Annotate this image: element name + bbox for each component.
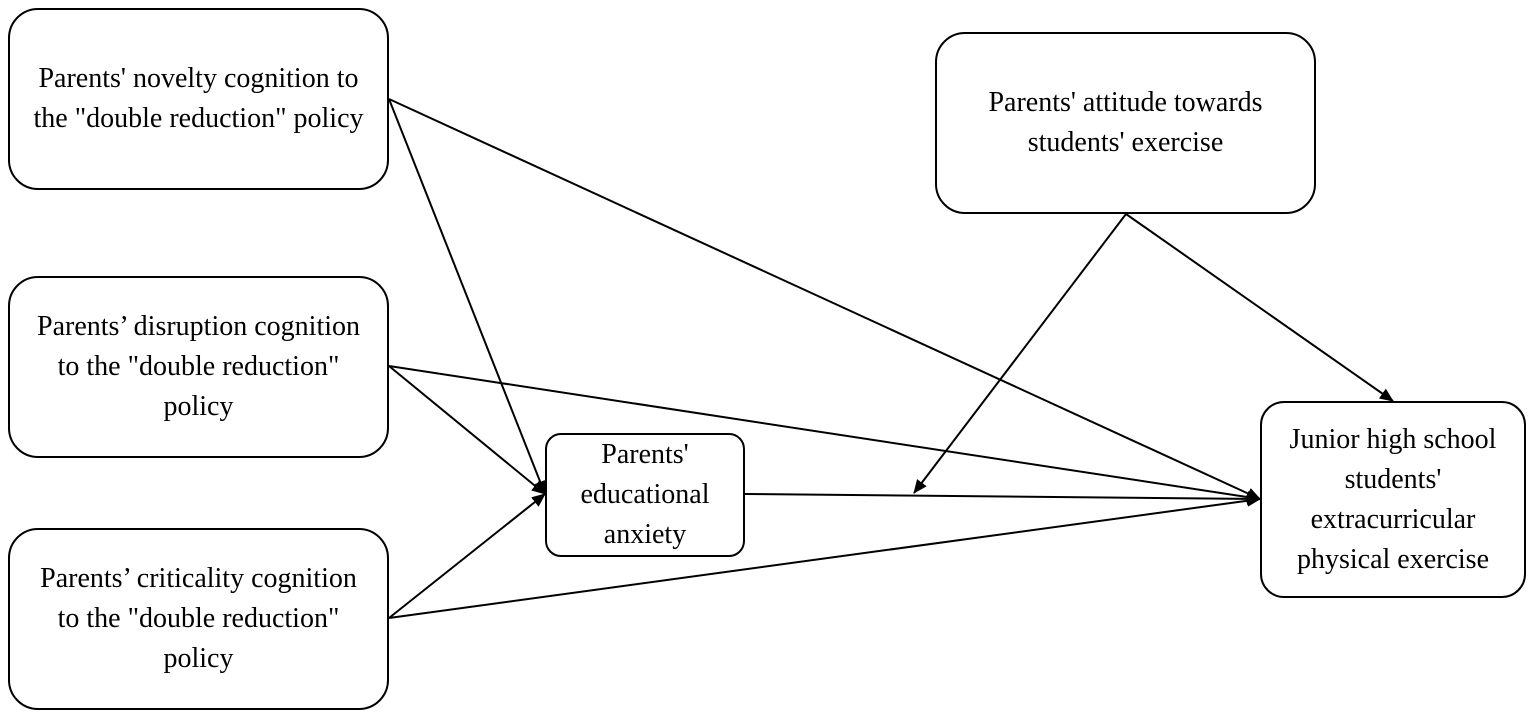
edge-attitude-to-outcome	[1125, 213, 1394, 402]
edge-novelty-to-outcome	[388, 98, 1261, 500]
edge-novelty-to-anxiety	[388, 98, 546, 495]
edge-criticality-to-anxiety	[388, 493, 546, 619]
edge-anxiety-to-outcome	[744, 492, 1261, 505]
edge-criticality-to-outcome	[388, 494, 1261, 619]
node-attitude-exercise: Parents' attitude towards students' exer…	[935, 32, 1316, 214]
edge-disruption-to-anxiety	[388, 365, 546, 495]
node-outcome-label: Junior high school students' extracurric…	[1289, 423, 1497, 575]
edge-disruption-to-outcome	[388, 365, 1261, 503]
node-anxiety-label: Parents' educational anxiety	[580, 439, 710, 550]
node-disruption-cognition: Parents’ disruption cognition to the "do…	[8, 276, 389, 458]
node-novelty-label: Parents' novelty cognition to the "doubl…	[33, 63, 364, 134]
node-novelty-cognition: Parents' novelty cognition to the "doubl…	[8, 8, 389, 190]
node-criticality-cognition: Parents’ criticality cognition to the "d…	[8, 528, 389, 710]
node-extracurricular-exercise: Junior high school students' extracurric…	[1260, 401, 1526, 598]
node-criticality-label: Parents’ criticality cognition to the "d…	[40, 563, 357, 674]
node-attitude-label: Parents' attitude towards students' exer…	[988, 87, 1263, 158]
edge-attitude-moderation	[913, 213, 1127, 494]
node-disruption-label: Parents’ disruption cognition to the "do…	[37, 311, 360, 422]
node-educational-anxiety: Parents' educational anxiety	[545, 433, 745, 557]
